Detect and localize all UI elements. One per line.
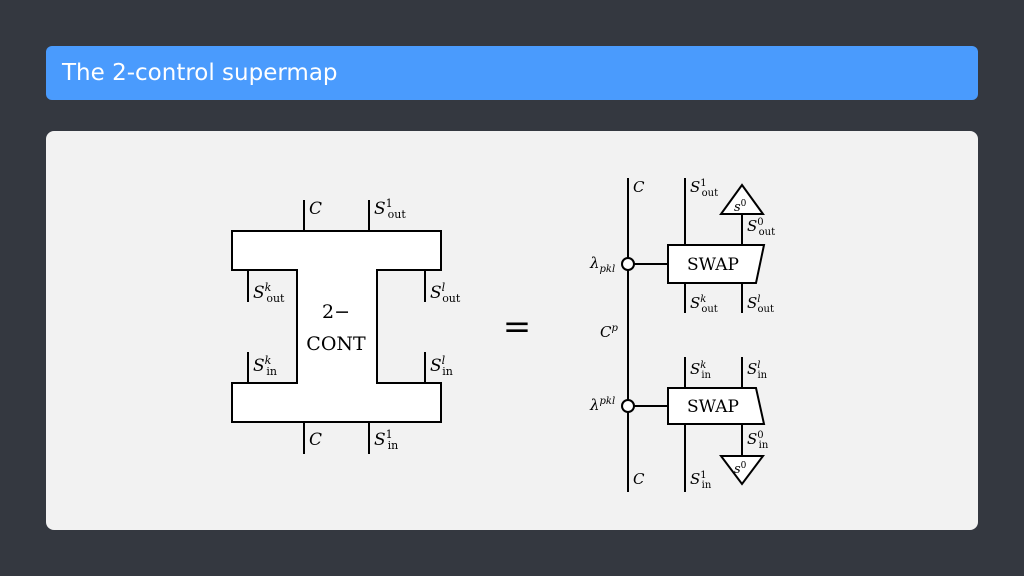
content-panel xyxy=(46,131,978,530)
lambda-node-bottom xyxy=(621,399,635,413)
swap-box-top xyxy=(667,244,766,284)
state-prep-triangle-bottom xyxy=(719,455,765,486)
swap-box-bottom xyxy=(667,387,766,425)
label-state-top: s0 xyxy=(734,199,747,215)
label-r-top-c: C xyxy=(633,178,645,196)
equals-sign: = xyxy=(503,307,532,347)
label-mid-cp: Cp xyxy=(600,323,618,341)
label-cont-line2: CONT xyxy=(306,333,366,355)
label-cont-line1: 2− xyxy=(322,301,350,323)
lambda-node-top xyxy=(621,257,635,271)
label-swap-top: SWAP xyxy=(687,255,739,275)
label-lambda-top: λpkl xyxy=(589,254,615,275)
label-top-c: C xyxy=(309,199,322,219)
label-bottom-c: C xyxy=(309,430,322,450)
label-swap-bottom: SWAP xyxy=(687,397,739,417)
two-cont-box xyxy=(231,230,442,423)
label-state-bottom: s0 xyxy=(734,461,747,477)
slide-title: The 2-control supermap xyxy=(46,46,978,100)
state-prep-triangle-top xyxy=(719,183,765,215)
label-lambda-bot: λpkl xyxy=(589,396,615,414)
label-r-bot-c: C xyxy=(633,470,645,488)
